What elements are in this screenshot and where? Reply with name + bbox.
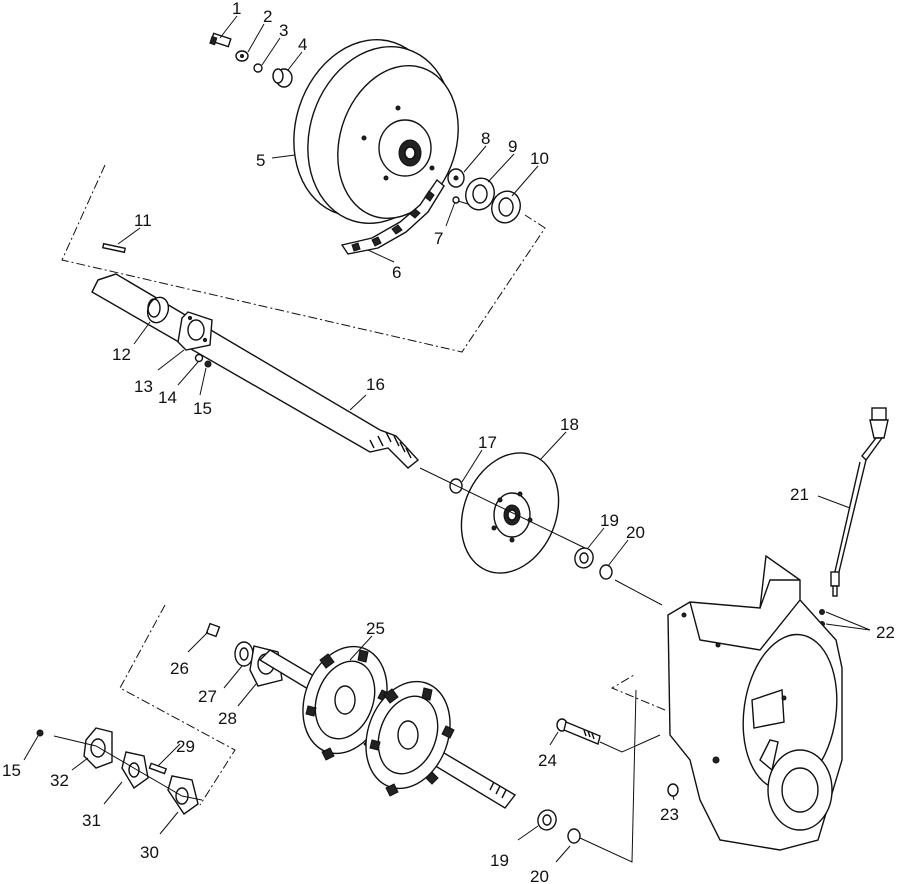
bolt-part-24 (556, 718, 601, 745)
callout-4: 4 (298, 35, 307, 54)
callout-11: 11 (134, 211, 152, 230)
callout-19-upper: 19 (600, 511, 619, 530)
callout-20-lower: 20 (530, 867, 549, 884)
bearing-flange-part-9 (465, 177, 495, 211)
callout-16: 16 (366, 375, 385, 394)
gasket-part-31 (121, 751, 149, 790)
callout-13: 13 (134, 377, 153, 396)
washer-part-3 (253, 63, 263, 73)
track-sprocket-right (365, 680, 455, 797)
bearing-part-19-lower (537, 809, 557, 831)
brake-disc-part-18 (460, 452, 560, 574)
callout-12: 12 (112, 345, 131, 364)
bearing-part-19-upper (574, 547, 594, 569)
callout-3: 3 (279, 21, 288, 40)
callout-8: 8 (481, 129, 490, 148)
callout-7: 7 (434, 229, 443, 248)
callout-2: 2 (263, 7, 272, 26)
callout-15-upper: 15 (193, 399, 212, 418)
callout-9: 9 (508, 137, 517, 156)
phantom-outline-lower (119, 604, 236, 806)
centerline-lower (579, 689, 637, 863)
centerline-mid (614, 579, 663, 606)
nut-part-23 (667, 783, 679, 797)
bearing-part-27 (234, 641, 254, 667)
washer-part-14 (194, 353, 204, 363)
track-sprocket-left (302, 645, 391, 761)
callout-20-upper: 20 (626, 523, 645, 542)
callout-1: 1 (232, 0, 241, 18)
callout-21: 21 (790, 485, 809, 504)
flange-part-32 (83, 727, 113, 769)
callout-17: 17 (478, 433, 497, 452)
callout-19-lower: 19 (490, 851, 509, 870)
callout-28: 28 (218, 709, 237, 728)
bolt-part-29 (148, 762, 168, 775)
callout-15-lower: 15 (2, 761, 21, 780)
drive-shaft-part-16 (91, 273, 420, 469)
callout-24: 24 (538, 751, 557, 770)
driven-pulley-part-5 (293, 39, 459, 224)
callout-18: 18 (560, 415, 579, 434)
washer-hole-part-2 (240, 54, 244, 58)
callout-32: 32 (50, 771, 69, 790)
chaincase-housing (667, 554, 843, 851)
flange-part-30 (167, 775, 199, 815)
phantom-outline-right (610, 674, 666, 711)
callout-5: 5 (256, 151, 265, 170)
bearing-part-12 (146, 296, 170, 324)
callout-31: 31 (82, 811, 101, 830)
centerline-bolt (599, 734, 661, 753)
key-part-11 (101, 242, 127, 254)
callout-27: 27 (198, 687, 217, 706)
spacer-part-4 (272, 68, 293, 88)
phantom-outline-upper (61, 164, 546, 353)
callout-6: 6 (392, 263, 401, 282)
cable-part-21 (830, 407, 889, 597)
ring-part-20-upper (599, 564, 613, 580)
callout-25: 25 (366, 619, 385, 638)
nut-part-15 (204, 360, 212, 368)
washer-part-8 (447, 168, 465, 188)
bolt-part-26 (205, 622, 221, 638)
bolt-part-1 (209, 32, 232, 48)
callout-22: 22 (876, 623, 895, 642)
callout-26: 26 (170, 659, 189, 678)
callout-10: 10 (530, 149, 549, 168)
callout-14: 14 (158, 388, 177, 407)
ring-part-20-lower (567, 828, 581, 844)
callout-29: 29 (176, 737, 195, 756)
center-axis-disc (419, 467, 586, 549)
flange-stack-connector (53, 735, 203, 801)
bearing-flange-part-13 (177, 311, 213, 351)
callout-30: 30 (140, 843, 159, 862)
gasket-part-10 (491, 190, 521, 224)
nut-part-15-lower (36, 729, 44, 737)
callout-23: 23 (660, 805, 679, 824)
leader-lines (23, 15, 871, 863)
bolt-part-7 (452, 196, 469, 205)
